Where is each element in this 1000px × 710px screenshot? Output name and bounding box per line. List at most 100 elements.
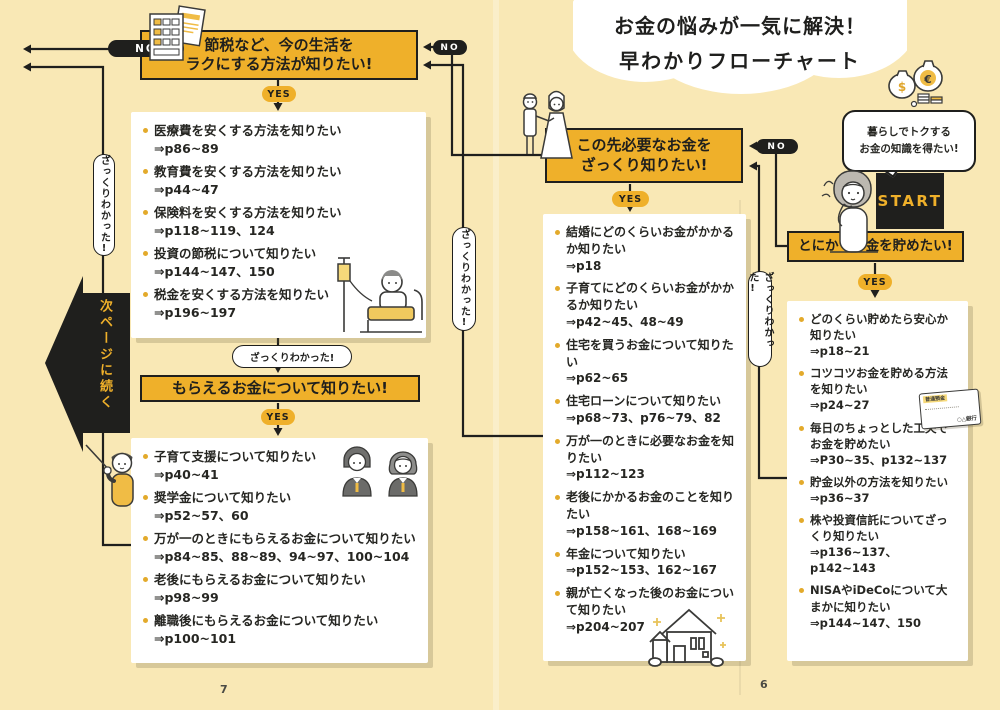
item-label: 親が亡くなった後のお金について知りたい bbox=[566, 586, 735, 617]
cloud-shape-icon bbox=[573, 0, 907, 94]
list-item: どのくらい貯めたら安心か知りたい⇒p18~21 bbox=[799, 311, 957, 359]
list-item: 毎日のちょっとした工夫でお金を貯めたい⇒P30~35、p132~137 bbox=[799, 420, 957, 468]
item-page-ref: ⇒p18 bbox=[566, 258, 602, 273]
bullet-icon bbox=[555, 342, 560, 348]
item-page-ref: ⇒p144~147、150 bbox=[154, 263, 275, 279]
item-label: 税金を安くする方法を知りたい bbox=[154, 287, 330, 302]
list-item: 教育費を安くする方法を知りたい ⇒p44~47 bbox=[143, 163, 415, 198]
item-page-ref: ⇒p196~197 bbox=[154, 304, 237, 320]
tax-list-box: 医療費を安くする方法を知りたい⇒p86~89 教育費を安くする方法を知りたい ⇒p… bbox=[131, 112, 426, 338]
item-label: 子育て支援について知りたい bbox=[154, 449, 317, 464]
receive-list-box: 子育て支援について知りたい⇒p40~41 奨学金について知りたい ⇒p52~57、… bbox=[131, 438, 428, 663]
bullet-icon bbox=[143, 577, 148, 582]
item-label: 貯金以外の方法を知りたい bbox=[810, 474, 948, 489]
item-label: 子育てにどのくらいお金がかかるか知りたい bbox=[566, 281, 735, 313]
list-item: 税金を安くする方法を知りたい ⇒p196~197 bbox=[143, 286, 415, 321]
node-future-line1: この先必要なお金を bbox=[576, 136, 712, 154]
node-future-line2: ざっくり知りたい! bbox=[580, 155, 708, 174]
item-label: 教育費を安くする方法を知りたい bbox=[154, 164, 342, 179]
node-tax-line2: ラクにする方法が知りたい! bbox=[185, 55, 373, 73]
item-page-ref: ⇒p24~27 bbox=[810, 398, 870, 413]
item-label: コツコツお金を貯める方法を知りたい bbox=[810, 366, 948, 397]
bullet-icon bbox=[143, 536, 148, 541]
thinking-woman-icon bbox=[821, 170, 878, 253]
bullet-icon bbox=[143, 128, 148, 133]
bullet-icon bbox=[799, 479, 804, 485]
yes-badge-save: YES bbox=[858, 274, 892, 290]
list-item: 奨学金について知りたい ⇒p52~57、60 bbox=[143, 489, 417, 524]
bullet-icon bbox=[555, 551, 560, 557]
list-item: 万が一のときにもらえるお金について知りたい⇒p84~85、88~89、94~97… bbox=[143, 530, 417, 565]
item-label: 奨学金について知りたい bbox=[154, 490, 292, 505]
item-label: どのくらい貯めたら安心か知りたい bbox=[810, 312, 948, 343]
item-page-ref: ⇒p86~89 bbox=[154, 140, 219, 156]
future-list-box: 結婚にどのくらいお金がかかるか知りたい⇒p18 子育てにどのくらいお金がかかるか… bbox=[543, 214, 746, 661]
list-item: 離職後にもらえるお金について知りたい⇒p100~101 bbox=[143, 612, 417, 647]
no-badge-center: NO bbox=[433, 40, 467, 55]
next-page-arrow bbox=[45, 276, 130, 452]
item-label: 保険料を安くする方法を知りたい bbox=[154, 205, 342, 220]
item-label: 万が一のときに必要なお金を知りたい bbox=[566, 433, 735, 465]
item-page-ref: ⇒p98~99 bbox=[154, 589, 219, 605]
item-label: 株や投資信託についてざっくり知りたい bbox=[810, 513, 948, 544]
house-icon bbox=[648, 608, 726, 667]
bullet-icon bbox=[555, 495, 560, 501]
node-receive: もらえるお金について知りたい! bbox=[140, 375, 420, 402]
item-page-ref: ⇒p118~119、124 bbox=[154, 222, 275, 238]
item-label: NISAやiDeCoについて大まかに知りたい bbox=[810, 583, 948, 614]
roughly-pill-mid-vertical: ざっくりわかった! bbox=[452, 227, 476, 331]
bankbook-account-label: 普通預金 bbox=[922, 394, 948, 404]
node-tax-line1: 節税など、今の生活を bbox=[204, 35, 354, 54]
money-bags-icon: € $ bbox=[888, 60, 943, 108]
item-page-ref: ⇒p68~73、p76~79、82 bbox=[566, 410, 721, 425]
item-page-ref: ⇒p62~65 bbox=[566, 371, 629, 386]
list-item: 子育てにどのくらいお金がかかるか知りたい⇒p42~45、48~49 bbox=[555, 280, 735, 330]
bullet-icon bbox=[143, 169, 148, 174]
roughly-pill-horizontal: ざっくりわかった! bbox=[232, 345, 352, 368]
item-label: 老後にもらえるお金について知りたい bbox=[154, 572, 366, 587]
save-list-box: どのくらい貯めたら安心か知りたい⇒p18~21 コツコツお金を貯める方法を知りた… bbox=[787, 301, 968, 661]
list-item: 老後にもらえるお金について知りたい ⇒p98~99 bbox=[143, 571, 417, 606]
item-page-ref: ⇒p36~37 bbox=[810, 490, 870, 505]
bullet-icon bbox=[555, 230, 560, 235]
list-item: 老後にかかるお金のことを知りたい⇒p158~161、168~169 bbox=[555, 489, 735, 539]
bullet-icon bbox=[143, 618, 148, 623]
svg-text:$: $ bbox=[898, 80, 906, 94]
list-item: 住宅を買うお金について知りたい⇒p62~65 bbox=[555, 337, 735, 387]
item-page-ref: ⇒p18~21 bbox=[810, 344, 870, 359]
bullet-icon bbox=[799, 518, 804, 524]
node-future: この先必要なお金を ざっくり知りたい! bbox=[545, 128, 743, 183]
item-page-ref: ⇒p52~57、60 bbox=[154, 507, 249, 523]
item-label: 万が一のときにもらえるお金について知りたい bbox=[154, 531, 416, 546]
bullet-icon bbox=[143, 454, 148, 459]
start-node: START bbox=[876, 173, 944, 229]
bullet-icon bbox=[143, 292, 148, 297]
bullet-icon bbox=[143, 495, 148, 500]
list-item: 医療費を安くする方法を知りたい⇒p86~89 bbox=[143, 122, 415, 157]
bankbook-icon: 普通預金 ○△銀行 bbox=[918, 388, 982, 430]
item-page-ref: ⇒P30~35、p132~137 bbox=[810, 452, 948, 467]
list-item: 株や投資信託についてざっくり知りたい⇒p136~137、p142~143 bbox=[799, 512, 957, 576]
list-item: 万が一のときに必要なお金を知りたい ⇒p112~123 bbox=[555, 433, 735, 483]
next-page-arrow-label: 次ページに続く bbox=[97, 299, 112, 411]
item-label: 住宅ローンについて知りたい bbox=[566, 394, 722, 409]
roughly-pill-right-vertical: ざっくりわかった! bbox=[747, 271, 773, 367]
item-label: 投資の節税について知りたい bbox=[154, 246, 317, 261]
bullet-icon bbox=[143, 251, 148, 256]
list-item: 貯金以外の方法を知りたい⇒p36~37 bbox=[799, 474, 957, 506]
start-speech-bubble: 暮らしでトクする お金の知識を得たい! bbox=[842, 110, 976, 172]
node-save: とにかくお金を貯めたい! bbox=[787, 231, 964, 262]
bankbook-bank-label: ○△銀行 bbox=[956, 415, 978, 424]
item-page-ref: ⇒p44~47 bbox=[154, 181, 219, 197]
item-page-ref: ⇒p158~161、168~169 bbox=[566, 523, 717, 538]
page-number-right: 6 bbox=[760, 678, 768, 691]
item-page-ref: ⇒p112~123 bbox=[566, 467, 645, 482]
item-page-ref: ⇒p144~147、150 bbox=[810, 615, 922, 630]
node-save-label: とにかくお金を貯めたい! bbox=[798, 237, 953, 254]
bullet-icon bbox=[799, 317, 804, 322]
node-receive-label: もらえるお金について知りたい! bbox=[172, 378, 388, 397]
list-item: 子育て支援について知りたい⇒p40~41 bbox=[143, 448, 417, 483]
yes-badge-future: YES bbox=[612, 191, 649, 207]
bankbook-line bbox=[924, 406, 959, 411]
